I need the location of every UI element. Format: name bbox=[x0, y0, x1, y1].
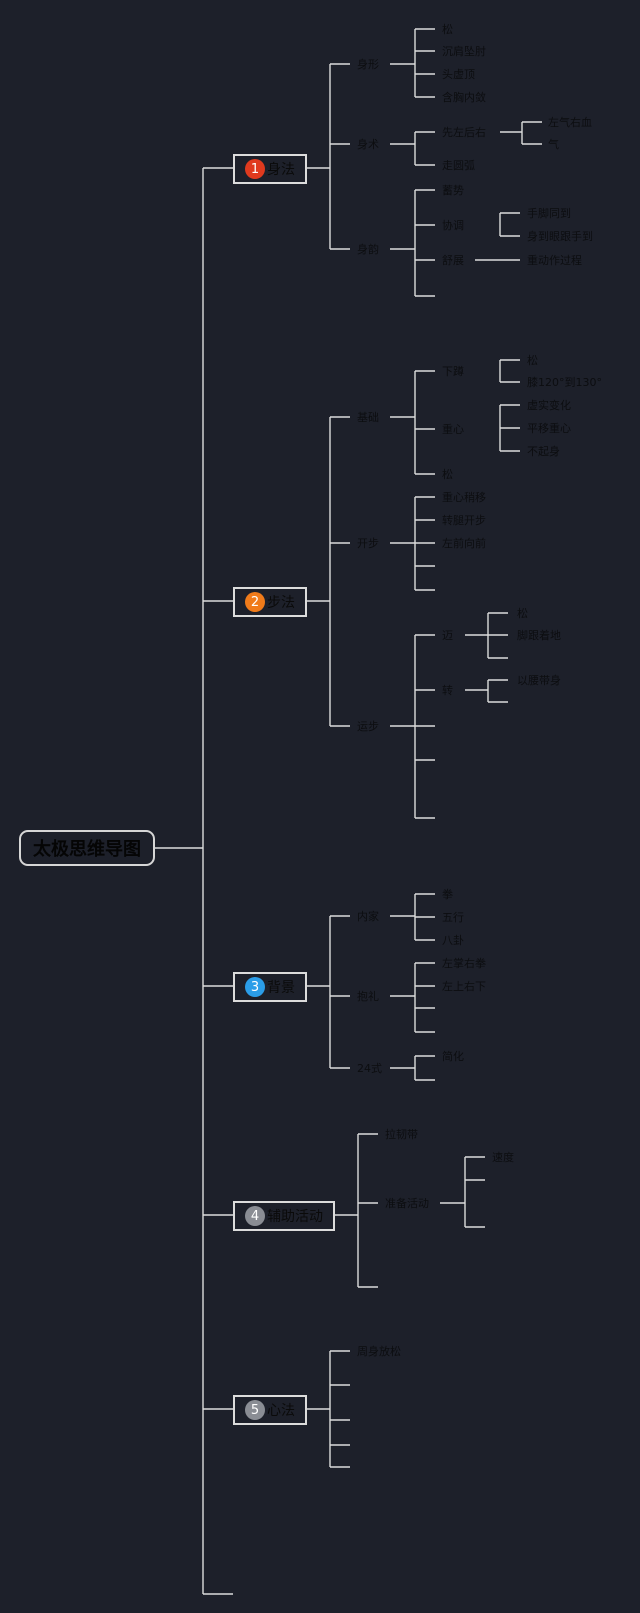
branch-number-badge: 2 bbox=[245, 592, 265, 612]
branch-label: 背景 bbox=[267, 980, 295, 996]
branch-number-badge: 3 bbox=[245, 977, 265, 997]
topic-node[interactable]: 先左后右 bbox=[442, 126, 486, 139]
branch-number-badge: 5 bbox=[245, 1400, 265, 1420]
topic-node[interactable]: 身韵 bbox=[357, 243, 379, 256]
topic-node[interactable]: 八卦 bbox=[442, 934, 464, 947]
topic-node[interactable]: 重动作过程 bbox=[527, 254, 582, 267]
topic-node[interactable]: 松 bbox=[527, 354, 538, 367]
topic-node[interactable]: 准备活动 bbox=[385, 1197, 429, 1210]
topic-node[interactable]: 内家 bbox=[357, 910, 379, 923]
topic-node[interactable]: 气 bbox=[548, 138, 559, 151]
branch-number-badge: 1 bbox=[245, 159, 265, 179]
topic-node[interactable]: 开步 bbox=[357, 537, 379, 550]
topic-node[interactable]: 左掌右拳 bbox=[442, 957, 486, 970]
topic-node[interactable]: 左气右血 bbox=[548, 116, 592, 129]
topic-node[interactable]: 拳 bbox=[442, 888, 453, 901]
branch-label: 心法 bbox=[267, 1403, 295, 1419]
topic-node[interactable]: 舒展 bbox=[442, 254, 464, 267]
branch-label: 身法 bbox=[267, 162, 295, 178]
topic-node[interactable]: 抱礼 bbox=[357, 990, 379, 1003]
branch-node-3[interactable]: 3 背景 bbox=[233, 972, 307, 1002]
topic-node[interactable]: 身到眼跟手到 bbox=[527, 230, 593, 243]
topic-node[interactable]: 左上右下 bbox=[442, 980, 486, 993]
topic-node[interactable]: 重心稍移 bbox=[442, 491, 486, 504]
topic-node[interactable]: 周身放松 bbox=[357, 1345, 401, 1358]
topic-node[interactable]: 以腰带身 bbox=[517, 674, 561, 687]
topic-node[interactable]: 不起身 bbox=[527, 445, 560, 458]
topic-node[interactable]: 转腿开步 bbox=[442, 514, 486, 527]
topic-node[interactable]: 迈 bbox=[442, 629, 453, 642]
topic-node[interactable]: 速度 bbox=[492, 1151, 514, 1164]
root-node[interactable]: 太极思维导图 bbox=[19, 830, 155, 866]
topic-node[interactable]: 左前向前 bbox=[442, 537, 486, 550]
branch-number-badge: 4 bbox=[245, 1206, 265, 1226]
topic-node[interactable]: 身术 bbox=[357, 138, 379, 151]
topic-node[interactable]: 24式 bbox=[357, 1062, 382, 1075]
topic-node[interactable]: 松 bbox=[442, 23, 453, 36]
topic-node[interactable]: 下蹲 bbox=[442, 365, 464, 378]
topic-node[interactable]: 基础 bbox=[357, 411, 379, 424]
branch-node-1[interactable]: 1 身法 bbox=[233, 154, 307, 184]
branch-label: 辅助活动 bbox=[267, 1209, 323, 1225]
branch-node-5[interactable]: 5 心法 bbox=[233, 1395, 307, 1425]
topic-node[interactable]: 运步 bbox=[357, 720, 379, 733]
topic-node[interactable]: 协调 bbox=[442, 219, 464, 232]
topic-node[interactable]: 身形 bbox=[357, 58, 379, 71]
topic-node[interactable]: 蓄势 bbox=[442, 184, 464, 197]
topic-node[interactable]: 含胸内敛 bbox=[442, 91, 486, 104]
topic-node[interactable]: 脚跟着地 bbox=[517, 629, 561, 642]
topic-node[interactable]: 重心 bbox=[442, 423, 464, 436]
topic-node[interactable]: 松 bbox=[442, 468, 453, 481]
topic-node[interactable]: 膝120°到130° bbox=[527, 376, 602, 389]
topic-node[interactable]: 拉韧带 bbox=[385, 1128, 418, 1141]
topic-node[interactable]: 简化 bbox=[442, 1050, 464, 1063]
topic-node[interactable]: 走圆弧 bbox=[442, 159, 475, 172]
topic-node[interactable]: 平移重心 bbox=[527, 422, 571, 435]
topic-node[interactable]: 手脚同到 bbox=[527, 207, 571, 220]
topic-node[interactable]: 沉肩坠肘 bbox=[442, 45, 486, 58]
topic-node[interactable]: 转 bbox=[442, 684, 453, 697]
topic-node[interactable]: 松 bbox=[517, 607, 528, 620]
topic-node[interactable]: 五行 bbox=[442, 911, 464, 924]
branch-node-4[interactable]: 4 辅助活动 bbox=[233, 1201, 335, 1231]
branch-node-2[interactable]: 2 步法 bbox=[233, 587, 307, 617]
branch-label: 步法 bbox=[267, 595, 295, 611]
topic-node[interactable]: 虚实变化 bbox=[527, 399, 571, 412]
topic-node[interactable]: 头虚顶 bbox=[442, 68, 475, 81]
